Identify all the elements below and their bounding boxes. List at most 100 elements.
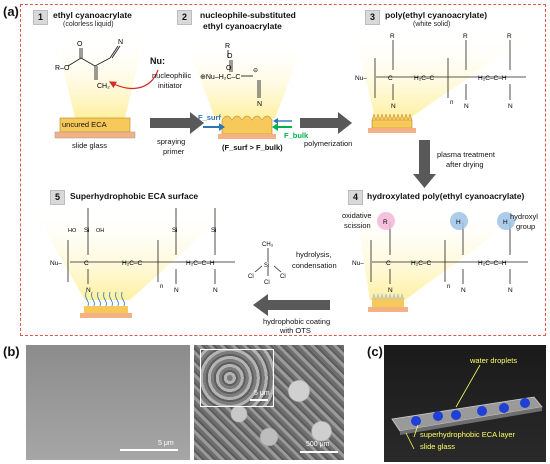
polymerization-label: polymerization [304,139,353,148]
cured-surface-2 [221,115,273,135]
svg-text:N: N [461,287,466,294]
svg-text:C: C [84,260,89,267]
plasma-label-2: after drying [446,160,484,169]
water-droplet [451,410,461,420]
svg-text:Cl: Cl [280,274,286,280]
svg-text:O: O [226,65,232,72]
svg-text:H: H [503,219,508,226]
step-4-number: 4 [348,190,363,205]
svg-text:R: R [225,43,230,50]
slide-glass-label-c: slide glass [420,442,456,451]
initiator-label: initiator [158,81,183,90]
svg-text:N: N [174,287,179,294]
step-2-number: 2 [177,10,192,25]
hydrophobic-label-1: hydrophobic coating [263,317,331,326]
water-droplet [411,416,421,426]
svg-text:H₂C–C: H₂C–C [414,75,435,82]
spotlight-2 [185,40,305,118]
polymer-chain-3 [374,40,526,100]
svg-text:H₂C–C–H: H₂C–C–H [478,260,507,267]
svg-text:H₂C–C: H₂C–C [122,260,143,267]
hydrophobic-label-2: with OTS [280,326,311,335]
arrow-spraying [150,112,204,134]
svg-text:HO: HO [68,228,77,234]
svg-text:N: N [213,287,218,294]
svg-text:O: O [77,41,83,48]
svg-text:O: O [227,53,233,60]
spraying-label: spraying [157,137,186,146]
svg-text:C: C [386,260,391,267]
svg-text:n: n [160,284,163,290]
water-droplet [520,398,530,408]
arrow-plasma [413,140,436,188]
svg-text:CH₃: CH₃ [262,242,274,248]
spotlight-3 [355,32,535,118]
slide-glass-4 [368,307,408,312]
svg-text:R–O: R–O [55,65,70,72]
panel-a-label: (a) [3,4,19,19]
ots-molecule [254,248,282,276]
svg-text:Si: Si [172,228,177,234]
film-4 [372,300,404,307]
polymer-chain-4 [370,222,528,284]
uncured-eca-label: uncured ECA [62,120,107,129]
scale-bar-inset [250,399,268,401]
hydroxyl-label: hydroxyl [510,212,538,221]
svg-text:⊕Nu–H₂C–C: ⊕Nu–H₂C–C [200,74,240,81]
step-5-title: Superhydrophobic ECA surface [70,191,199,201]
svg-text:CH₂: CH₂ [97,83,110,90]
svg-text:R: R [390,33,395,40]
slide-glass-2 [218,134,276,139]
svg-text:N: N [508,103,513,110]
water-droplet [433,411,443,421]
hydrolysis-label: hydrolysis, [296,250,332,259]
svg-text:R: R [463,33,468,40]
step-1-title: ethyl cyanoacrylate [53,10,132,20]
slide-glass-label-a: slide glass [72,141,108,150]
panel-a-frame [20,4,546,336]
plasma-label-1: plasma treatment [437,150,495,159]
nucleophilic-label: nucleophilic [152,71,192,80]
scale-label-1: 5 μm [158,440,174,447]
svg-text:R: R [383,219,388,226]
svg-text:H₂C–C: H₂C–C [411,260,432,267]
scale-bar-2 [300,451,338,453]
slide-glass-3 [368,128,416,133]
spotlight-5 [30,205,235,300]
step-4-title: hydroxylated poly(ethyl cyanoacrylate) [367,191,525,201]
photo-drawing [391,364,543,450]
svg-text:N: N [118,39,123,46]
svg-text:N: N [86,287,91,294]
superhydrophobic-layer-label: superhydrophobic ECA layer [420,430,516,439]
scale-bar-1 [120,449,178,451]
svg-text:H₂C–C–H: H₂C–C–H [478,75,507,82]
svg-text:N: N [388,287,393,294]
svg-text:Nu–: Nu– [352,260,364,267]
step-1-number: 1 [33,10,48,25]
nu-label: Nu: [150,56,165,66]
water-droplets-label: water droplets [470,356,518,365]
sem-image-smooth [26,345,190,460]
f-bulk-label: F_bulk [284,131,309,140]
step-2-title: nucleophile-substituted [200,10,296,20]
arrow-hydrolysis [253,294,330,316]
svg-text:N: N [464,103,469,110]
oxidative-label: oxidative [342,211,372,220]
slide-glass-5 [80,313,132,318]
arrow-polymerization [300,112,352,134]
svg-text:N: N [508,287,513,294]
svg-text:R: R [507,33,512,40]
scale-label-2: 500 μm [306,441,330,448]
svg-text:Si: Si [264,263,269,269]
primer-label: primer [163,147,185,156]
panel-c-label: (c) [367,344,383,359]
svg-text:Cl: Cl [264,280,270,286]
step-5-number: 5 [50,190,65,205]
nucleophile-arrow [108,69,159,89]
ots-coating [85,291,125,307]
water-droplet [477,406,487,416]
water-droplet [499,403,509,413]
group-label: group [516,222,536,231]
